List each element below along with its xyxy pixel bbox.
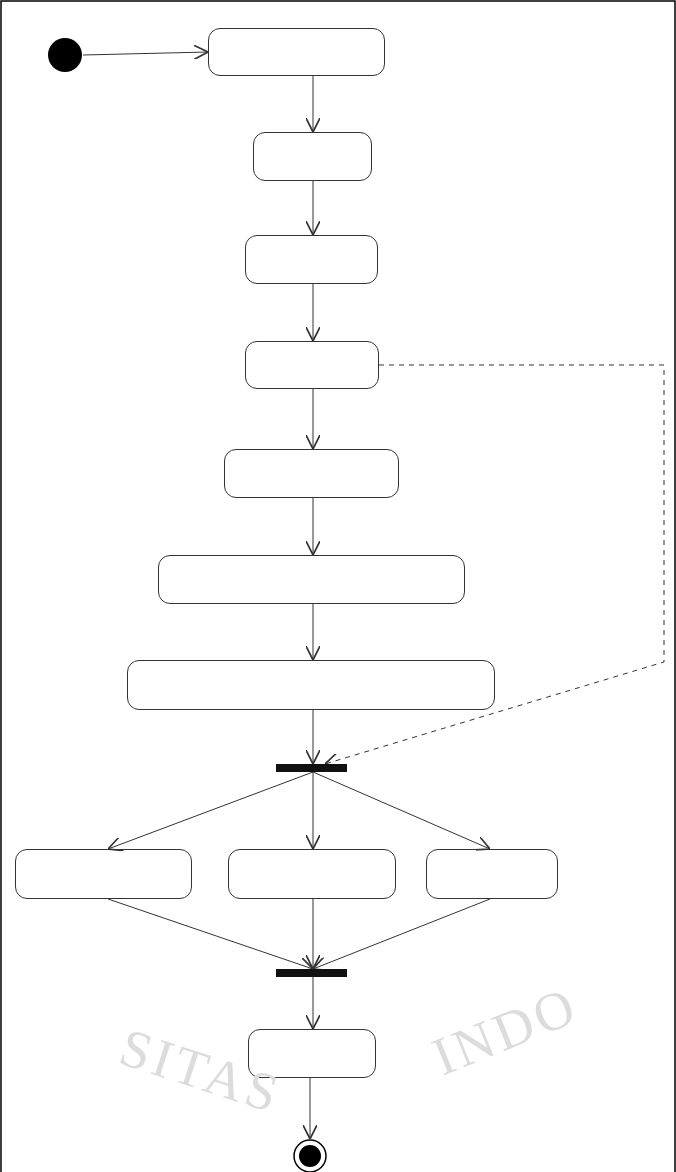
action-box [228, 849, 396, 899]
control-flow [313, 710, 314, 764]
control-flow [313, 772, 314, 849]
fork-bar [276, 764, 347, 772]
control-flow [108, 899, 313, 969]
control-flow [313, 284, 314, 341]
action-box [426, 849, 558, 899]
action-box [127, 660, 495, 710]
action-box [245, 235, 378, 284]
initial-node-shape [47, 37, 83, 73]
control-flow [313, 498, 314, 555]
action-box [245, 341, 379, 389]
control-flow [313, 977, 314, 1029]
control-flow [313, 76, 314, 132]
action-box [253, 132, 372, 181]
final-node [293, 1139, 327, 1172]
watermark-text: INDO [424, 974, 587, 1088]
initial-node [47, 37, 83, 73]
final-node-shape [293, 1139, 327, 1172]
control-flow [83, 52, 208, 55]
action-box [208, 28, 385, 76]
control-flow [313, 772, 490, 849]
watermark-text: SITAS [112, 1016, 289, 1126]
action-box [15, 849, 192, 899]
control-flow [325, 365, 664, 764]
control-flow [313, 181, 314, 235]
control-flow [313, 604, 314, 660]
action-box [224, 449, 399, 498]
control-flow [310, 1078, 311, 1139]
control-flow [313, 389, 314, 449]
control-flow [108, 772, 313, 849]
action-box [158, 555, 465, 604]
control-flow [313, 899, 314, 969]
fork-bar [276, 969, 347, 977]
control-flow [313, 899, 490, 969]
